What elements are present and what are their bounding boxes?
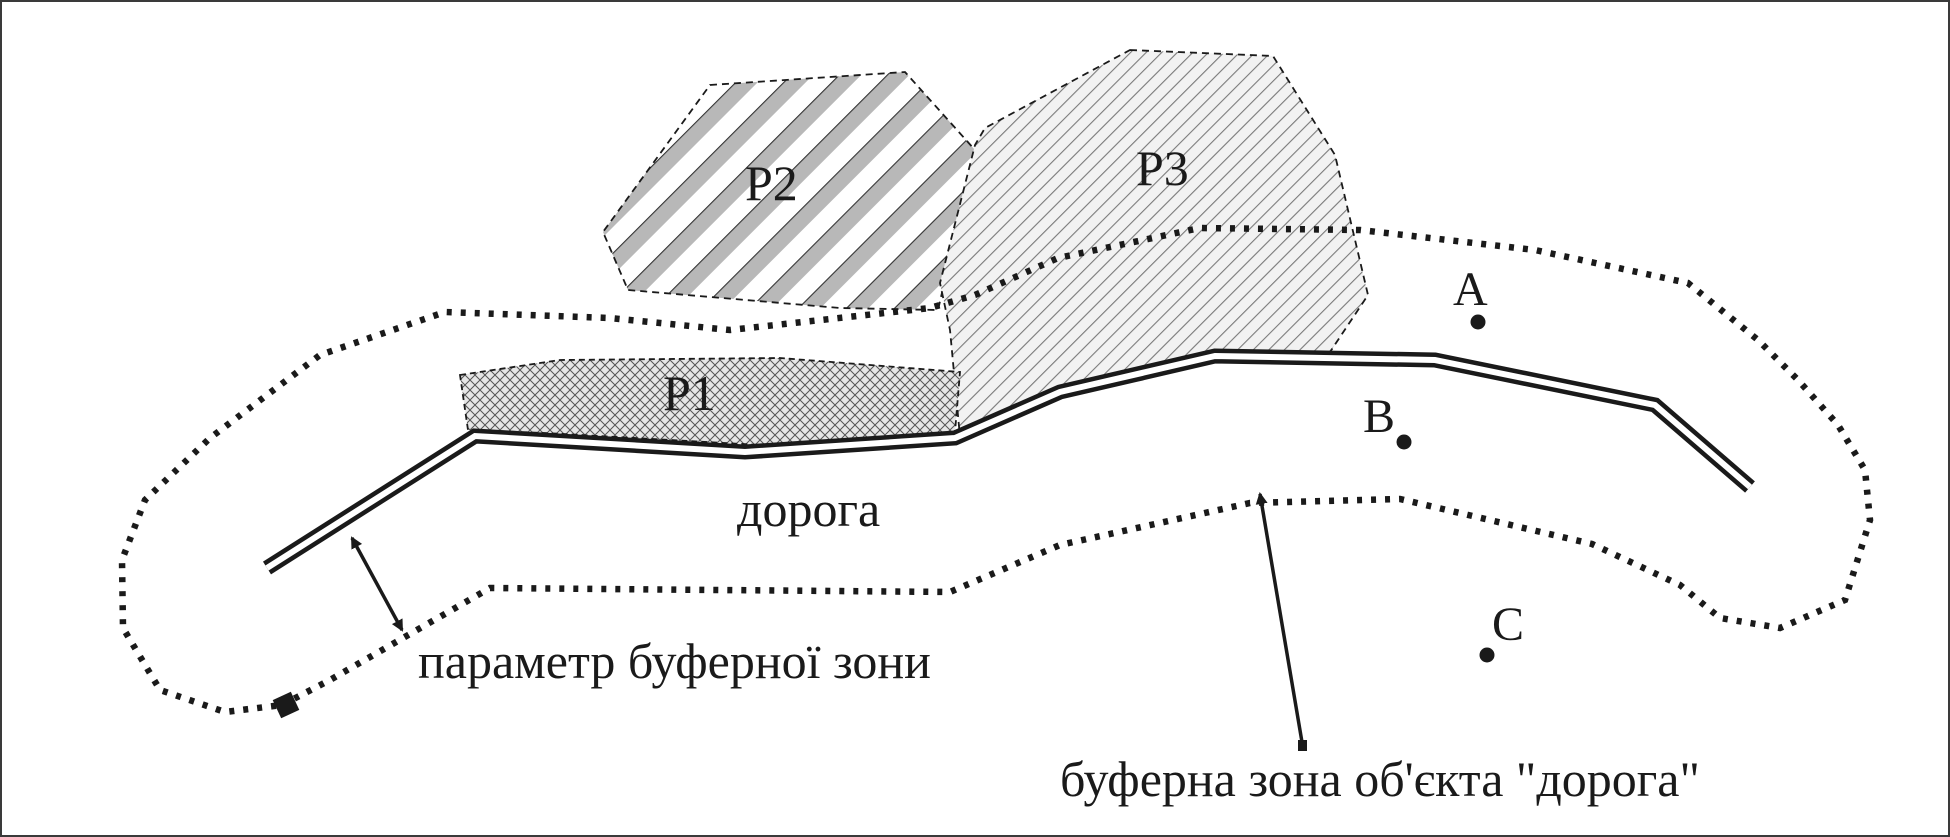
polygon-p2 — [601, 71, 976, 311]
label-buffer-zone: буферна зона об'єкта "дорога" — [1060, 751, 1700, 807]
label-buffer-parameter: параметр буферної зони — [418, 633, 931, 689]
label-p1: P1 — [663, 365, 716, 421]
buffer-width-arrow — [350, 536, 404, 632]
buffer-end-marker — [272, 691, 300, 719]
point-b-marker — [1396, 434, 1412, 450]
label-point-b: B — [1363, 390, 1395, 443]
point-a-marker — [1470, 314, 1486, 330]
road-line-inner — [265, 352, 1752, 571]
label-point-a: A — [1453, 263, 1488, 316]
point-c-marker — [1479, 647, 1495, 663]
label-p3: P3 — [1136, 140, 1189, 196]
label-point-c: C — [1492, 598, 1524, 651]
polygon-p3 — [939, 49, 1369, 439]
label-p2: P2 — [745, 155, 798, 211]
buffer-zone-pointer-arrow — [1255, 492, 1305, 749]
pointer-end-marker — [1298, 740, 1307, 751]
buffer-zone-outline — [118, 224, 1874, 716]
label-road: дорога — [737, 481, 880, 537]
